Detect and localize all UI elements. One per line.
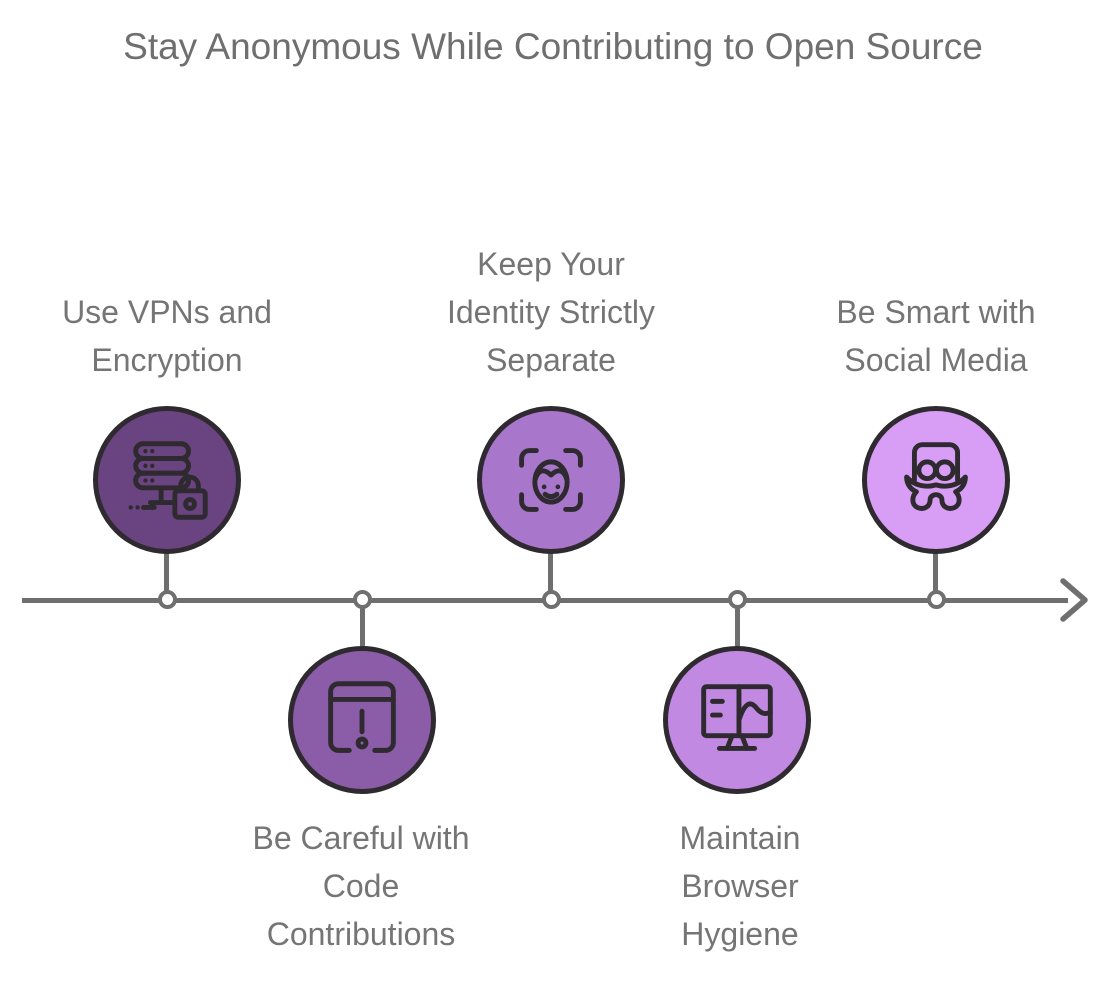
face-scan-icon bbox=[519, 448, 583, 512]
timeline-node-dot bbox=[353, 590, 372, 609]
step-label: Keep Your Identity Strictly Separate bbox=[446, 246, 656, 378]
social-media-glasses-icon bbox=[904, 442, 968, 511]
step-label: Maintain Browser Hygiene bbox=[679, 820, 801, 952]
step-circle bbox=[663, 646, 811, 794]
page-title: Stay Anonymous While Contributing to Ope… bbox=[123, 26, 983, 67]
monitor-browser-icon bbox=[701, 684, 773, 751]
step-circle bbox=[862, 406, 1010, 554]
step-label: Use VPNs and Encryption bbox=[62, 294, 272, 378]
timeline-node-dot bbox=[158, 590, 177, 609]
server-lock-icon bbox=[128, 441, 208, 520]
timeline-node-dot bbox=[542, 590, 561, 609]
step-circle bbox=[93, 406, 241, 554]
step-circle bbox=[477, 406, 625, 554]
step-label: Be Careful with Code Contributions bbox=[252, 820, 470, 952]
timeline-node-dot bbox=[728, 590, 747, 609]
timeline-node-dot bbox=[927, 590, 946, 609]
arrowhead-icon bbox=[1060, 578, 1088, 622]
document-warning-icon bbox=[328, 681, 396, 753]
step-label: Be Smart with Social Media bbox=[836, 294, 1036, 378]
step-circle bbox=[288, 646, 436, 794]
